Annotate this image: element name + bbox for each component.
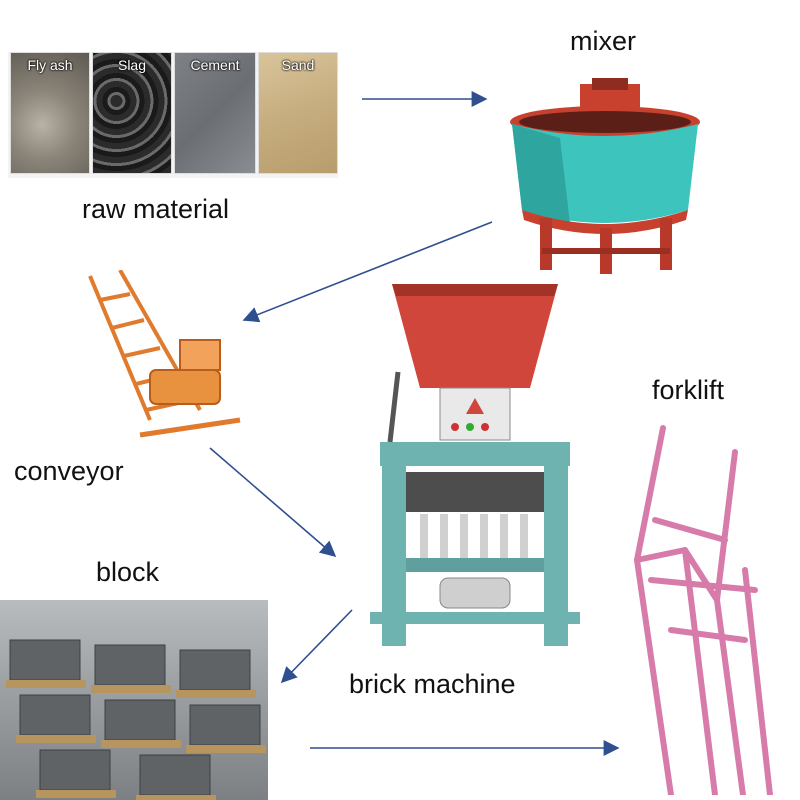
- arrow-conveyor-to-machine: [210, 448, 335, 556]
- arrow-machine-to-block: [282, 610, 352, 682]
- arrow-mixer-to-conveyor: [244, 222, 492, 320]
